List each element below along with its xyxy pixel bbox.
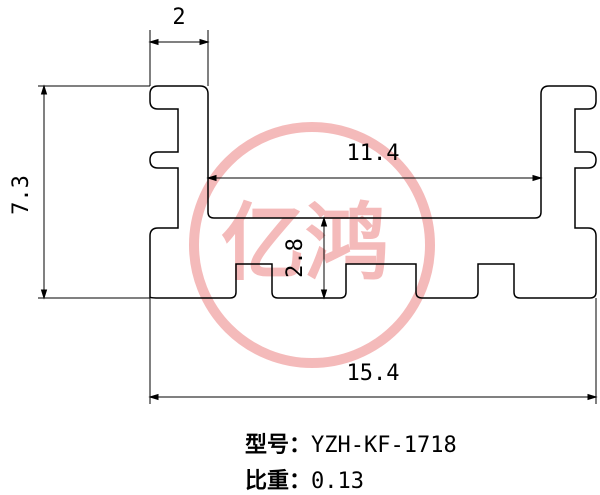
dim-arrow: [532, 174, 543, 182]
watermark-logo: 亿鸿: [189, 122, 435, 368]
left-flange: [149, 85, 597, 299]
dim-arrow: [40, 289, 48, 300]
model-label: 型号：: [245, 433, 312, 458]
model-line: 型号：YZH-KF-1718: [245, 427, 457, 459]
watermark-text: 亿鸿: [221, 194, 389, 292]
dim-arrow: [320, 216, 328, 227]
dim-rib-depth-label: 2.8: [283, 238, 308, 278]
profile-outline: [149, 85, 597, 299]
watermark-ring: [189, 122, 435, 368]
dim-overall-width-label: 15.4: [347, 361, 400, 386]
dim-top-width-label: 2: [172, 5, 185, 30]
dim-height: [38, 84, 150, 300]
dim-arrow: [148, 393, 159, 401]
density-line: 比重：0.13: [245, 463, 364, 495]
dim-arrow: [587, 393, 598, 401]
dim-inner-span: [206, 174, 543, 182]
dim-overall-width: [148, 298, 598, 404]
dim-rib-depth: [320, 216, 328, 300]
dim-arrow: [148, 38, 159, 46]
density-label: 比重：: [245, 469, 312, 494]
dim-arrow: [40, 84, 48, 95]
model-value: YZH-KF-1718: [311, 433, 457, 458]
dim-height-label: 7.3: [9, 175, 34, 215]
density-value: 0.13: [311, 469, 364, 494]
dim-arrow: [206, 174, 217, 182]
dim-arrow: [199, 38, 210, 46]
dim-top-width: [148, 30, 210, 86]
dim-arrow: [320, 289, 328, 300]
dim-inner-span-label: 11.4: [347, 141, 400, 166]
